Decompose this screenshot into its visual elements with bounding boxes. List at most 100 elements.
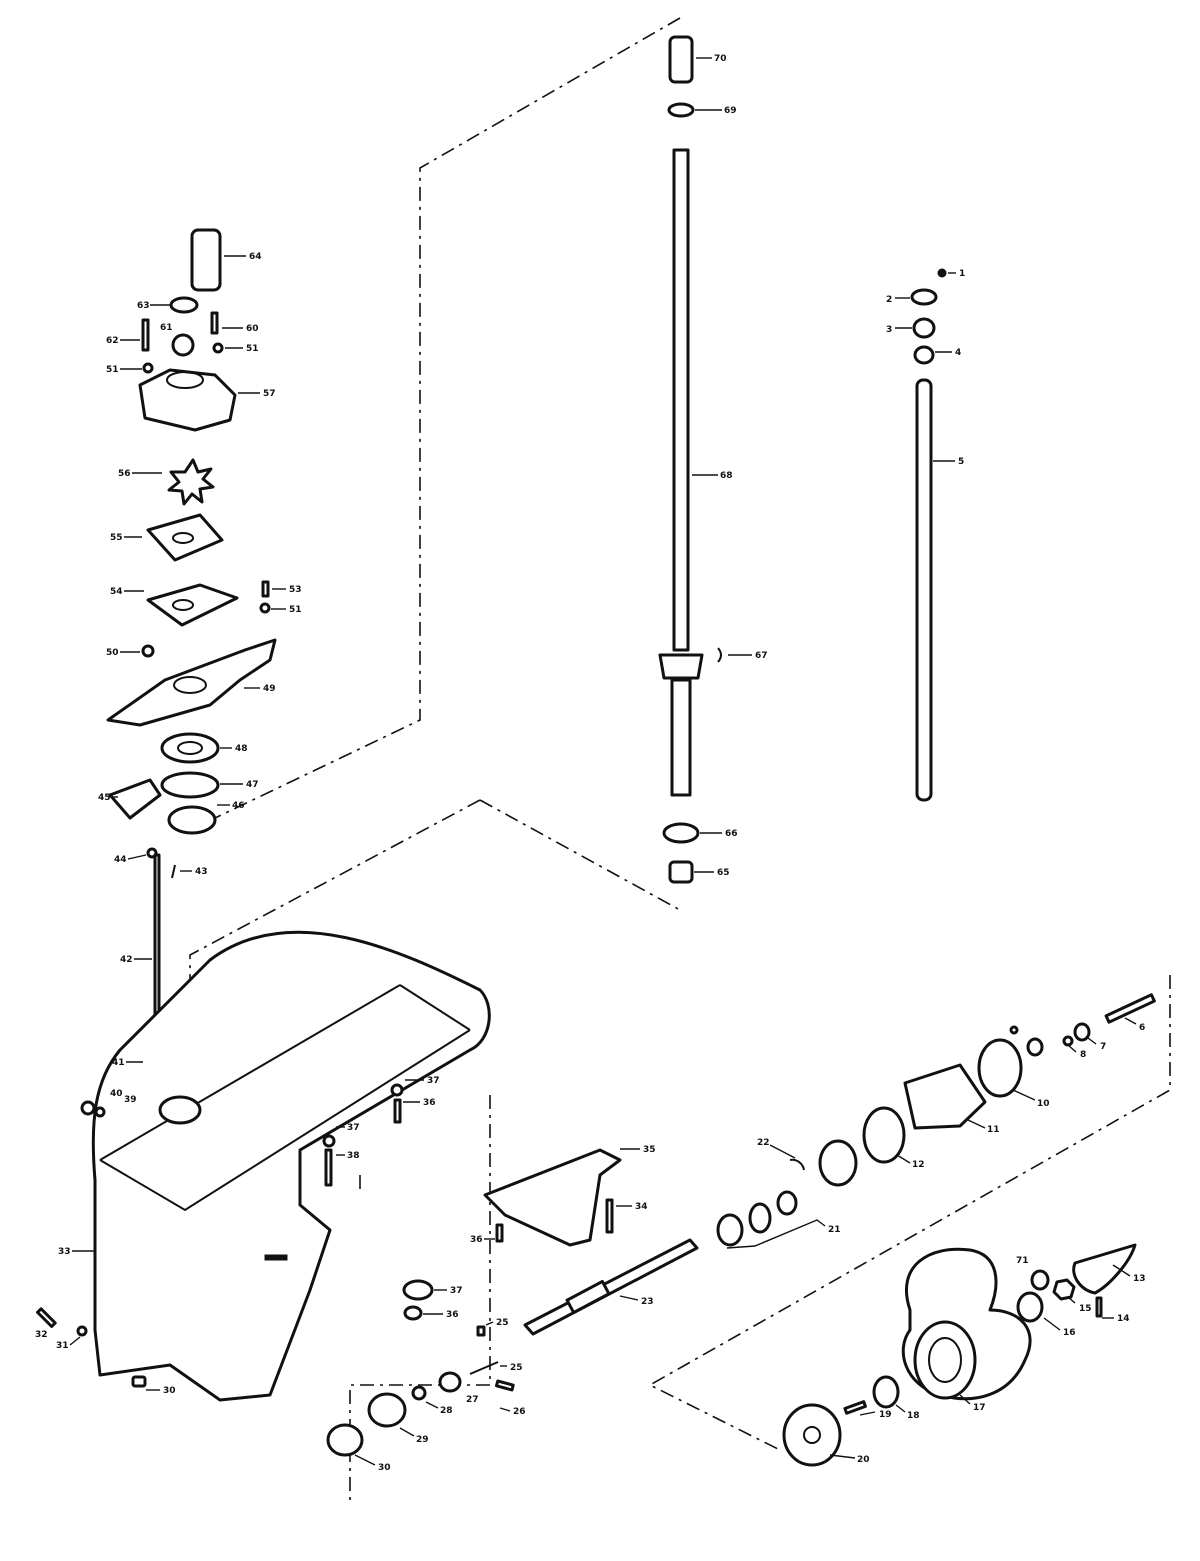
callout-25: 26 xyxy=(513,1407,526,1417)
part-54-washer-b xyxy=(142,362,154,374)
part-70-bushing xyxy=(668,35,694,84)
callout-57: 55 xyxy=(110,533,123,543)
callout-31: 31 xyxy=(56,1341,69,1351)
part-15-nut xyxy=(1052,1278,1076,1301)
callout-6: 6 xyxy=(1139,1023,1145,1033)
part-35-pinion-gear xyxy=(402,1279,434,1301)
callout-47: 44 xyxy=(114,855,127,865)
callout-42: 39 xyxy=(124,1095,137,1105)
callout-28: 29 xyxy=(416,1435,429,1445)
callout-14: 14 xyxy=(1117,1314,1130,1324)
callout-71: 71 xyxy=(1016,1256,1029,1266)
callout-5: 5 xyxy=(958,457,964,467)
part-49-o-ring xyxy=(167,805,217,835)
part-68-driveshaft-collar xyxy=(658,653,704,680)
callout-54-top: 51 xyxy=(246,344,259,354)
callout-44: 41 xyxy=(112,1058,125,1068)
part-45-shift-link xyxy=(153,853,161,1037)
part-34-nut xyxy=(403,1305,423,1321)
part-33-water-intake-screen xyxy=(264,1254,288,1261)
part-28-reverse-gear xyxy=(367,1392,407,1428)
part-23-propeller-shaft xyxy=(523,1238,699,1336)
callout-2: 2 xyxy=(886,295,892,305)
part-29-bearing xyxy=(326,1423,364,1457)
part-3-bushing xyxy=(912,317,936,339)
part-21-bearing-carrier xyxy=(818,1139,858,1187)
part-13-nose-cone xyxy=(1072,1243,1137,1295)
callout-4: 4 xyxy=(955,348,961,358)
part-67-pin xyxy=(717,647,722,663)
callout-54-mid: 51 xyxy=(289,605,302,615)
part-8-nut xyxy=(1062,1035,1074,1047)
callout-33: 33 xyxy=(58,1247,71,1257)
part-20-hub-hole xyxy=(803,1426,821,1444)
callout-43: 40 xyxy=(110,1089,123,1099)
callout-51: 48 xyxy=(235,744,248,754)
callout-39: 36 xyxy=(423,1098,436,1108)
part-40-washer-upper xyxy=(390,1083,404,1097)
callout-68: 68 xyxy=(720,471,733,481)
callout-1: 1 xyxy=(959,269,965,279)
part-21-bearing xyxy=(748,1202,772,1234)
callout-26: 27 xyxy=(466,1395,479,1405)
callout-59: 57 xyxy=(263,389,276,399)
part-46-pin xyxy=(171,864,176,879)
callout-41: 38 xyxy=(347,1151,360,1161)
callout-23: 23 xyxy=(641,1297,654,1307)
callout-29: 30 xyxy=(378,1463,391,1473)
propeller-assembly xyxy=(782,1243,1137,1467)
part-24-spring xyxy=(469,1361,499,1375)
part-39-screw xyxy=(393,1098,402,1124)
callout-22: 22 xyxy=(757,1138,770,1148)
callout-36: 34 xyxy=(635,1202,648,1212)
part-33-gearcase-housing xyxy=(91,930,491,1402)
part-1-screw xyxy=(937,268,947,278)
callout-11: 11 xyxy=(987,1125,1000,1135)
part-42-screw xyxy=(94,1106,106,1118)
callout-53: 50 xyxy=(106,648,119,658)
callout-60: 60 xyxy=(246,324,259,334)
part-32-screw xyxy=(36,1307,57,1328)
part-38-screw xyxy=(495,1223,504,1243)
part-18-thrust-washer xyxy=(872,1375,900,1409)
part-2-retainer xyxy=(910,288,938,306)
callout-49: 46 xyxy=(232,801,245,811)
callout-16: 16 xyxy=(1063,1328,1076,1338)
callout-50: 47 xyxy=(246,780,259,790)
callout-8: 8 xyxy=(1080,1050,1086,1060)
part-43-washer xyxy=(80,1100,96,1116)
part-24-screw xyxy=(476,1325,486,1337)
part-16-spacer xyxy=(1016,1291,1044,1323)
callout-20: 20 xyxy=(857,1455,870,1465)
callout-27: 28 xyxy=(440,1406,453,1416)
part-4-seal xyxy=(913,345,935,365)
callout-35: 37 xyxy=(450,1286,463,1296)
callout-58: 56 xyxy=(118,469,131,479)
callout-7: 7 xyxy=(1100,1042,1106,1052)
part-50-o-ring xyxy=(160,771,220,799)
shift-rod-assembly xyxy=(910,268,947,802)
callout-56: 54 xyxy=(110,587,123,597)
part-52-plate-bore xyxy=(173,676,207,694)
callout-13: 13 xyxy=(1133,1274,1146,1284)
callout-55: 53 xyxy=(289,585,302,595)
part-19-screw xyxy=(843,1400,867,1415)
part-31-washer xyxy=(76,1325,88,1337)
part-7-tab-washer xyxy=(1073,1022,1091,1042)
callout-40-upper: 37 xyxy=(427,1076,440,1086)
callout-45: 42 xyxy=(120,955,133,965)
part-51-seal-inner xyxy=(177,741,203,755)
part-54-washer-a xyxy=(212,342,224,354)
callout-21: 21 xyxy=(828,1225,841,1235)
part-17-hub-bore xyxy=(928,1337,962,1383)
callout-24-lower: 25 xyxy=(510,1363,523,1373)
part-60-screw xyxy=(210,311,219,335)
callout-18: 18 xyxy=(907,1411,920,1421)
part-53-nut xyxy=(141,644,155,658)
part-54-washer-c xyxy=(259,602,271,614)
part-40-washer-lower xyxy=(322,1134,336,1148)
water-pump-assembly xyxy=(106,228,277,1077)
part-14-screw xyxy=(1095,1296,1103,1318)
callout-67: 67 xyxy=(755,651,768,661)
